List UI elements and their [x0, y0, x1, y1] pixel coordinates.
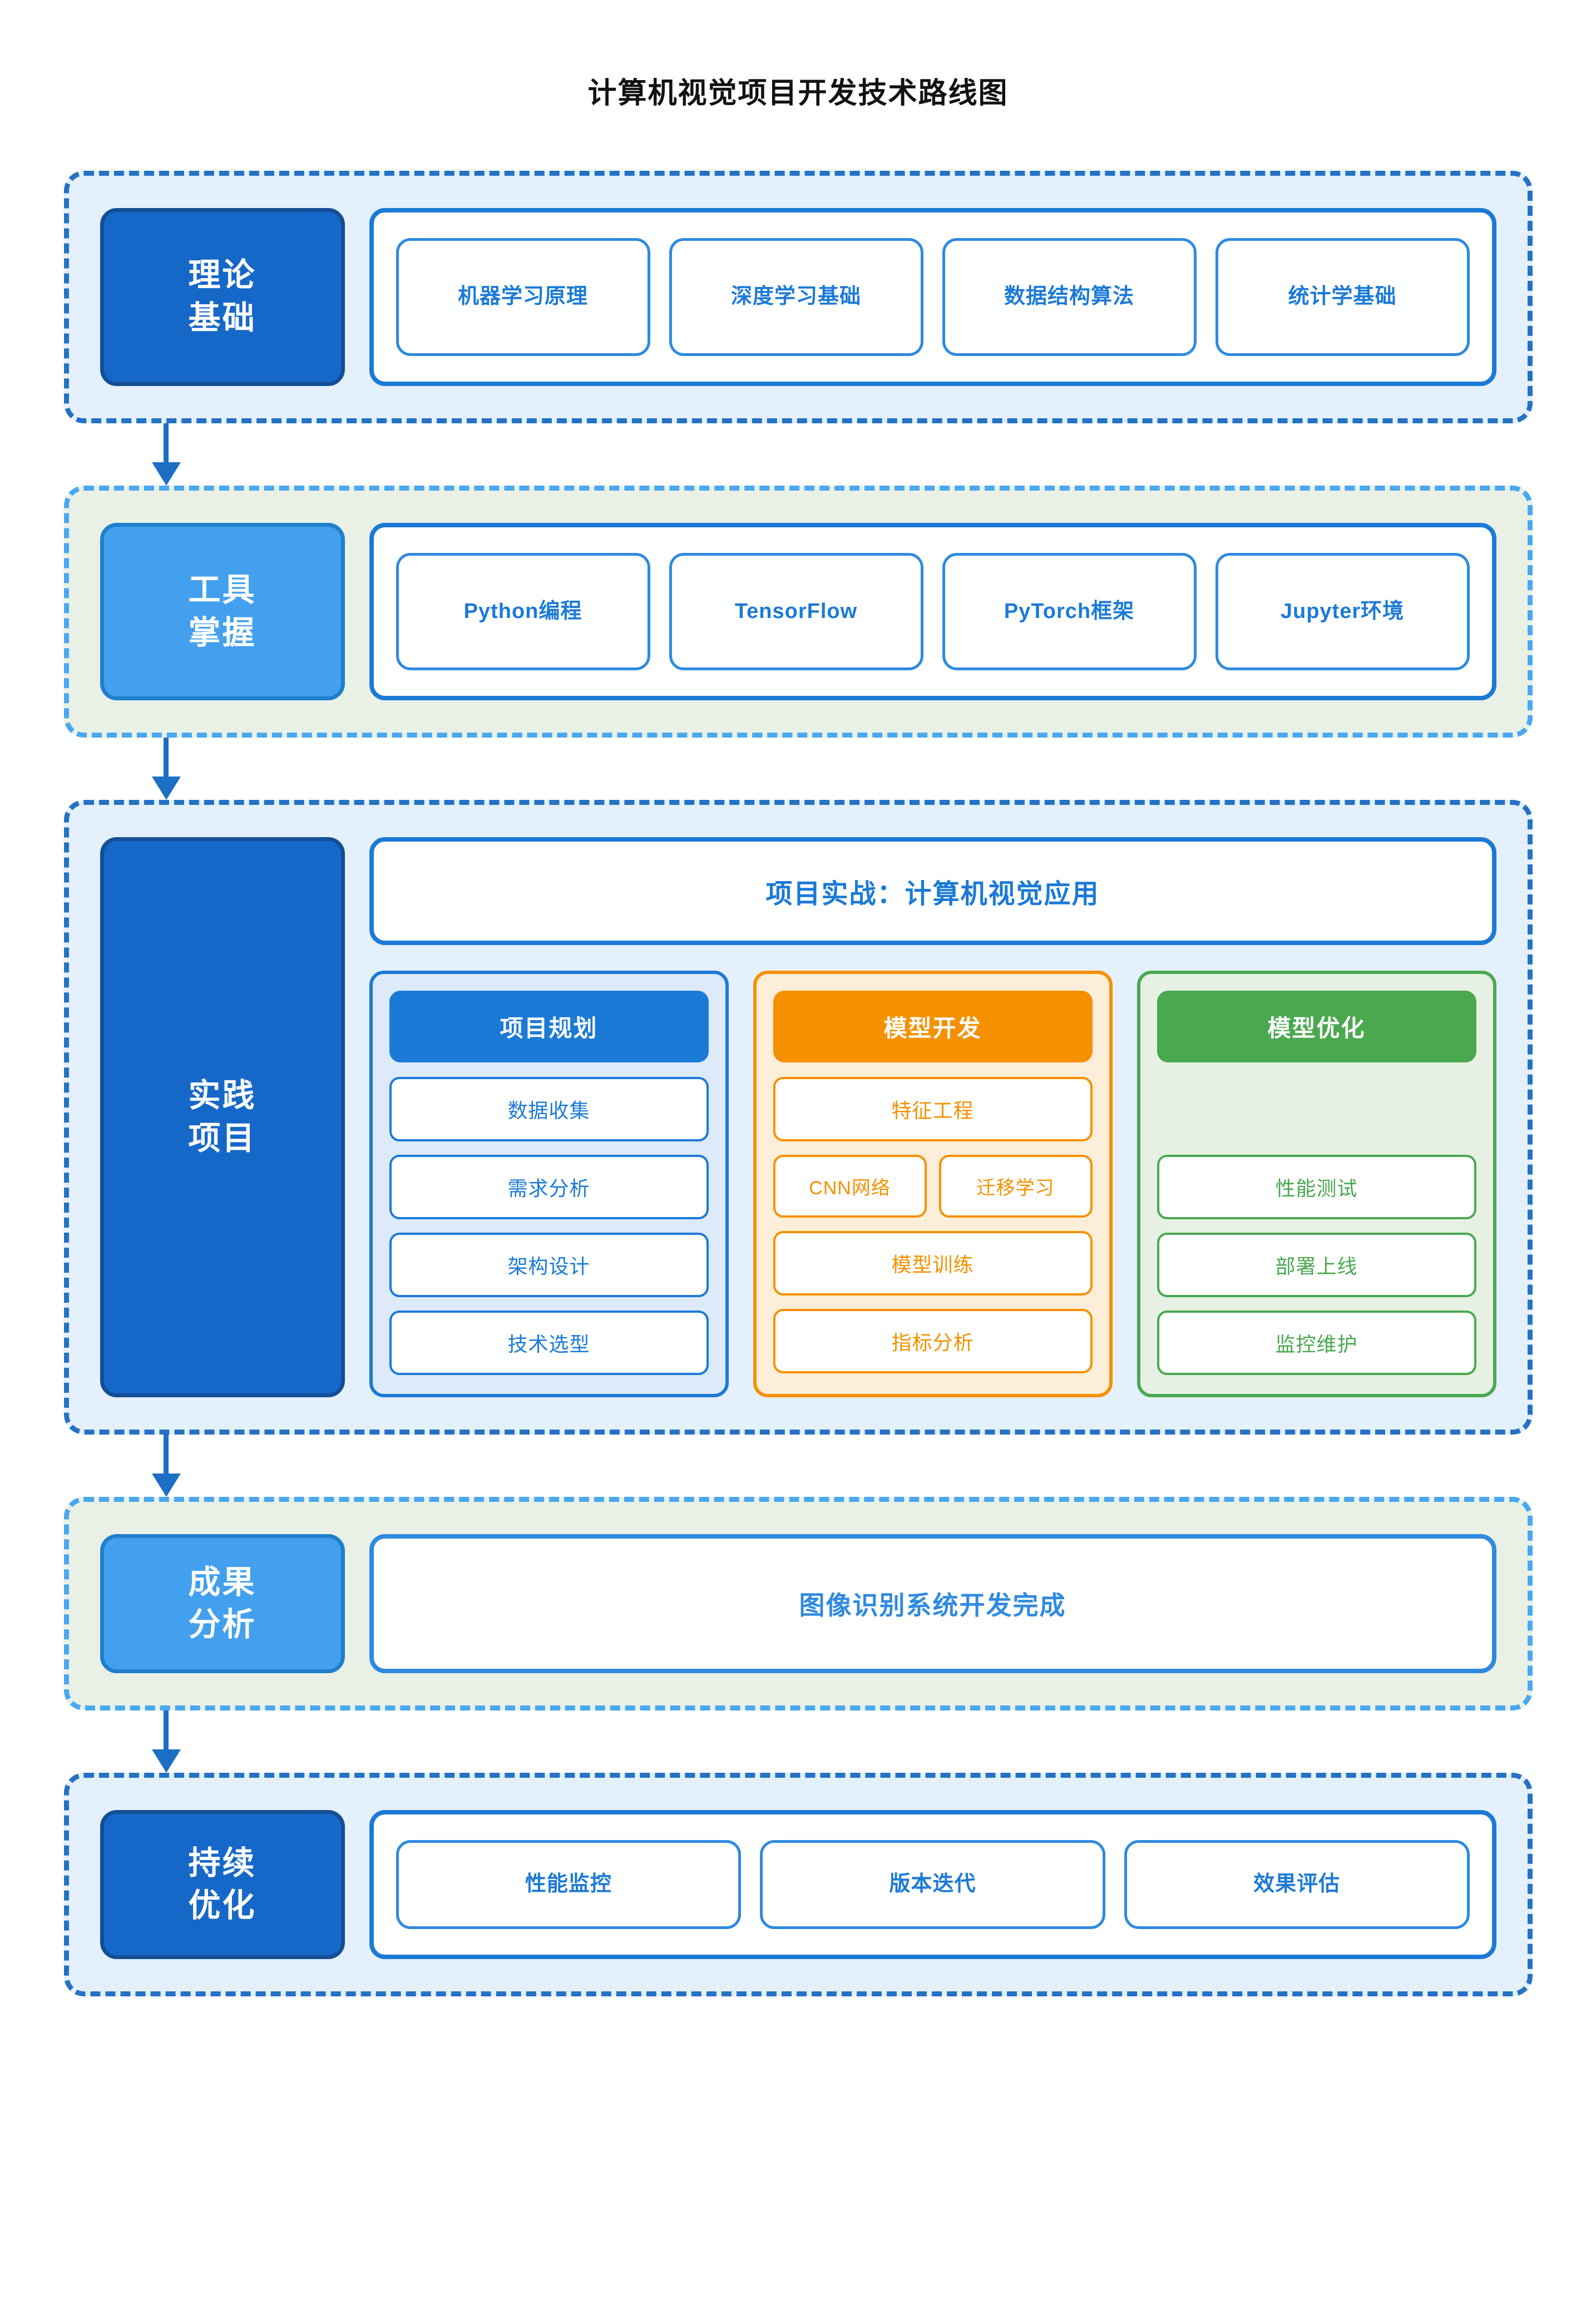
tools-item-1[interactable]: Python编程 [396, 552, 650, 671]
stage-label-line: 掌握 [188, 614, 256, 651]
column-items-project-planning: 数据收集 需求分析 架构设计 技术选型 [389, 1077, 709, 1376]
stage-label-line: 项目 [188, 1120, 256, 1156]
stage-label-results: 成果 分析 [100, 1534, 345, 1674]
stage-practice: 实践 项目 项目实战：计算机视觉应用 项目规划 数据收集 需求分析 架构设计 技… [63, 800, 1533, 1435]
stage-label-line: 理论 [188, 257, 256, 294]
modeldev-item-4[interactable]: 指标分析 [773, 1309, 1093, 1374]
optimization-item-3[interactable]: 效果评估 [1124, 1840, 1470, 1929]
roadmap-flow: 理论 基础 机器学习原理 深度学习基础 数据结构算法 统计学基础 工具 [63, 110, 1533, 1996]
optimization-item-1[interactable]: 性能监控 [396, 1840, 742, 1929]
stage-label-line: 分析 [188, 1606, 256, 1643]
planning-item-2[interactable]: 需求分析 [389, 1155, 709, 1220]
optimization-item-2[interactable]: 版本迭代 [760, 1840, 1105, 1929]
stage-label-line: 持续 [188, 1845, 256, 1881]
stage-tools: 工具 掌握 Python编程 TensorFlow PyTorch框架 Jupy… [63, 485, 1533, 738]
arrow-results-to-optimization [64, 1710, 1533, 1773]
stage-label-line: 实践 [188, 1077, 256, 1114]
column-head-model-development: 模型开发 [773, 991, 1093, 1063]
tools-panel: Python编程 TensorFlow PyTorch框架 Jupyter环境 [369, 522, 1496, 701]
stage-body-tools: Python编程 TensorFlow PyTorch框架 Jupyter环境 [369, 522, 1496, 701]
tools-item-3[interactable]: PyTorch框架 [942, 552, 1197, 671]
modeldev-item-row: CNN网络 迁移学习 [773, 1155, 1093, 1218]
modeldev-item-cnn[interactable]: CNN网络 [773, 1155, 927, 1218]
modeldev-item-1[interactable]: 特征工程 [773, 1077, 1093, 1142]
column-head-project-planning: 项目规划 [389, 991, 709, 1063]
practice-banner: 项目实战：计算机视觉应用 [369, 837, 1496, 946]
stage-label-line: 工具 [188, 572, 256, 609]
stage-results: 成果 分析 图像识别系统开发完成 [63, 1497, 1533, 1711]
stage-body-results: 图像识别系统开发完成 [369, 1534, 1496, 1674]
arrow-head-icon [151, 462, 181, 486]
column-items-model-development: 特征工程 CNN网络 迁移学习 模型训练 指标分析 [773, 1077, 1093, 1374]
column-items-model-optimization: 性能测试 部署上线 监控维护 [1157, 1077, 1476, 1376]
arrow-stem [163, 1710, 169, 1754]
column-head-model-optimization: 模型优化 [1157, 991, 1476, 1063]
modelopt-item-1[interactable]: 性能测试 [1157, 1155, 1476, 1220]
theory-panel: 机器学习原理 深度学习基础 数据结构算法 统计学基础 [369, 208, 1496, 386]
page-title: 计算机视觉项目开发技术路线图 [587, 77, 1009, 110]
modeldev-item-transfer[interactable]: 迁移学习 [938, 1155, 1093, 1218]
stage-label-practice: 实践 项目 [100, 837, 345, 1398]
arrow-stem [163, 423, 169, 467]
theory-item-4[interactable]: 统计学基础 [1215, 238, 1470, 356]
stage-continuous-optimization: 持续 优化 性能监控 版本迭代 效果评估 [63, 1773, 1533, 1996]
theory-item-1[interactable]: 机器学习原理 [396, 238, 650, 356]
arrow-stem [163, 738, 169, 782]
theory-item-2[interactable]: 深度学习基础 [669, 238, 923, 356]
arrow-stem [163, 1435, 169, 1479]
stage-label-line: 基础 [188, 299, 256, 336]
stage-body-continuous-optimization: 性能监控 版本迭代 效果评估 [369, 1810, 1496, 1959]
results-banner: 图像识别系统开发完成 [369, 1534, 1496, 1674]
stage-label-tools: 工具 掌握 [100, 522, 345, 701]
arrow-head-icon [151, 1749, 181, 1773]
stage-body-theory: 机器学习原理 深度学习基础 数据结构算法 统计学基础 [369, 208, 1496, 386]
stage-label-continuous-optimization: 持续 优化 [100, 1810, 345, 1959]
modelopt-item-2[interactable]: 部署上线 [1157, 1233, 1476, 1298]
tools-item-4[interactable]: Jupyter环境 [1215, 552, 1470, 671]
column-project-planning: 项目规划 数据收集 需求分析 架构设计 技术选型 [369, 971, 729, 1398]
practice-columns: 项目规划 数据收集 需求分析 架构设计 技术选型 模型开发 特征工程 [369, 971, 1496, 1398]
arrow-head-icon [151, 777, 181, 800]
arrow-tools-to-practice [64, 738, 1533, 800]
theory-item-3[interactable]: 数据结构算法 [942, 238, 1197, 356]
modeldev-item-3[interactable]: 模型训练 [773, 1231, 1093, 1296]
stage-body-practice: 项目实战：计算机视觉应用 项目规划 数据收集 需求分析 架构设计 技术选型 [369, 837, 1496, 1398]
modelopt-item-3[interactable]: 监控维护 [1157, 1311, 1476, 1376]
arrow-theory-to-tools [64, 423, 1533, 486]
arrow-practice-to-results [64, 1435, 1533, 1497]
stage-label-line: 成果 [188, 1564, 256, 1600]
tools-item-2[interactable]: TensorFlow [669, 552, 923, 671]
continuous-optimization-panel: 性能监控 版本迭代 效果评估 [369, 1810, 1496, 1959]
stage-theory: 理论 基础 机器学习原理 深度学习基础 数据结构算法 统计学基础 [63, 171, 1533, 423]
column-model-optimization: 模型优化 性能测试 部署上线 监控维护 [1137, 971, 1496, 1398]
planning-item-3[interactable]: 架构设计 [389, 1233, 709, 1298]
stage-label-line: 优化 [188, 1887, 256, 1924]
planning-item-4[interactable]: 技术选型 [389, 1311, 709, 1376]
planning-item-1[interactable]: 数据收集 [389, 1077, 709, 1142]
stage-label-theory: 理论 基础 [100, 208, 345, 386]
arrow-head-icon [151, 1473, 181, 1497]
column-model-development: 模型开发 特征工程 CNN网络 迁移学习 模型训练 指标分析 [753, 971, 1113, 1398]
